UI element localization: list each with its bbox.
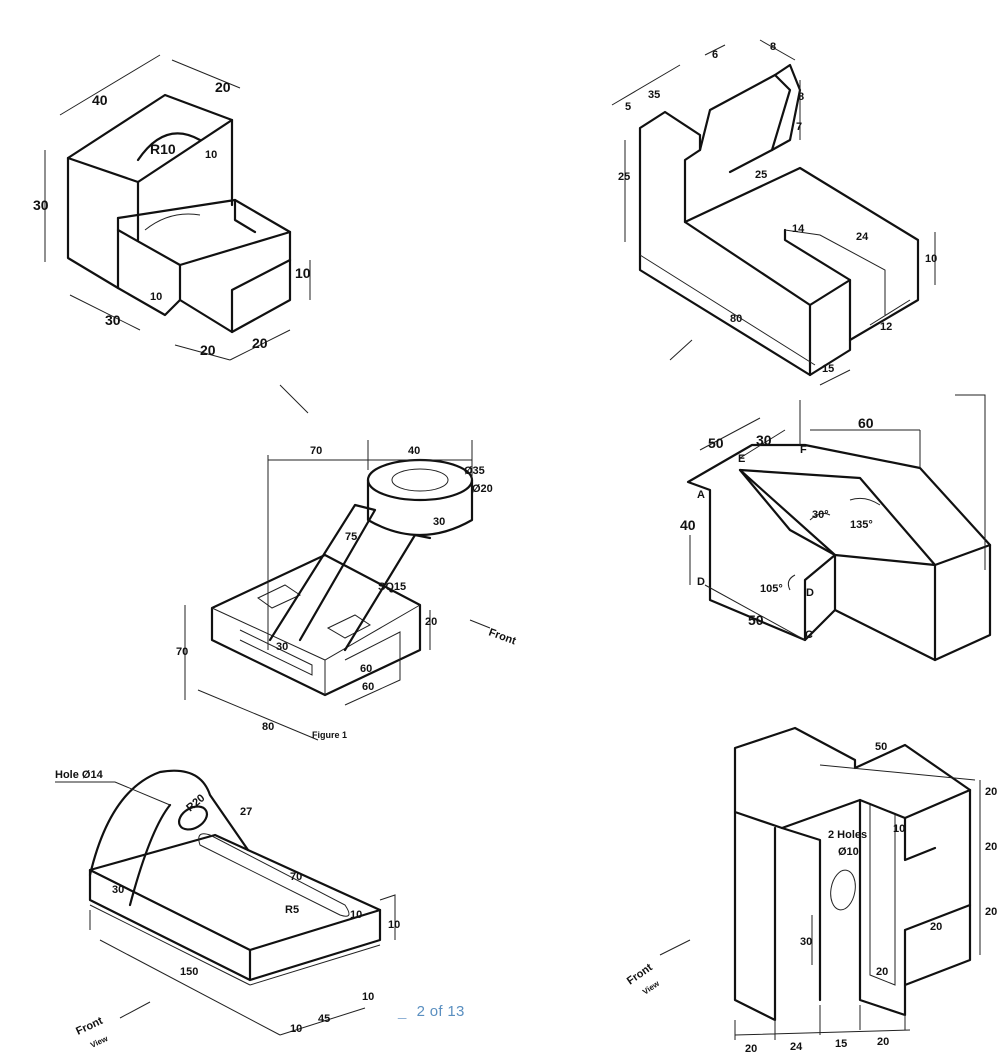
page-indicator: _ 2 of 13 [398, 1003, 465, 1020]
dim-label: 40 [92, 92, 108, 108]
dim-label: 5 [625, 101, 631, 113]
isometric-figure-6: 50 20 10 20 20 2 Holes Ø10 30 20 20 20 2… [625, 726, 997, 1055]
dim-label: 20 [252, 335, 268, 351]
dim-label: Ø10 [838, 846, 859, 858]
dim-label: 30 [433, 516, 445, 528]
dim-label: 60 [360, 663, 372, 675]
dim-label: 12 [880, 321, 892, 333]
dim-label: 25 [618, 171, 630, 183]
dim-label: 30° [812, 509, 829, 521]
dim-label: 24 [790, 1041, 803, 1053]
dim-label: 24 [856, 231, 869, 243]
dim-label: 105° [760, 583, 783, 595]
dim-label: 80 [730, 313, 742, 325]
dim-label: 20 [425, 616, 437, 628]
dim-label: 20 [215, 79, 231, 95]
dim-label: SQ15 [378, 581, 406, 593]
dim-label: 14 [792, 223, 805, 235]
dim-label: 10 [150, 291, 162, 303]
isometric-figure-4: 50 30 60 40 30° 135° 105° 50 A E F D D C [680, 394, 992, 662]
front-label: Front [487, 627, 518, 648]
dim-label: 10 [893, 823, 905, 835]
dim-label: 75 [345, 531, 357, 543]
dim-label: 25 [755, 169, 767, 181]
dim-label: 8 [798, 91, 804, 103]
dim-label: 70 [176, 646, 188, 658]
point-label: E [738, 453, 745, 465]
point-label: D [806, 587, 814, 599]
dim-label: 70 [310, 445, 322, 457]
dim-label: 10 [362, 991, 374, 1003]
dim-label: 10 [290, 1023, 302, 1035]
dim-label: 10 [295, 265, 311, 281]
dim-label: 30 [112, 884, 124, 896]
dim-label: 20 [985, 786, 997, 798]
dim-label: R5 [285, 904, 299, 916]
dim-label: 20 [985, 841, 997, 853]
dim-label: 45 [318, 1013, 330, 1025]
isometric-figure-2: 35 6 8 5 8 7 25 25 14 24 15 10 80 12 [611, 39, 937, 386]
dim-label: Ø20 [472, 483, 493, 495]
dim-label: 135° [850, 519, 873, 531]
dim-label: R20 [184, 792, 207, 814]
page-count-label: 2 of 13 [416, 1003, 465, 1020]
dim-label: 40 [680, 517, 696, 533]
point-label: D [697, 576, 705, 588]
point-label: F [800, 444, 807, 456]
dim-label: 50 [748, 612, 764, 628]
page-indicator-dash: _ [398, 1003, 407, 1020]
dim-label: 30 [276, 641, 288, 653]
dim-label: R10 [150, 141, 176, 157]
dim-label: 2 Holes [828, 829, 867, 841]
dim-label: 10 [350, 909, 362, 921]
dim-label: 8 [770, 41, 776, 53]
dim-label: 80 [262, 721, 274, 733]
dim-label: 15 [835, 1038, 847, 1050]
dim-label: 50 [708, 435, 724, 451]
dim-label: 20 [876, 966, 888, 978]
dim-label: 70 [290, 871, 302, 883]
dim-label: 30 [105, 312, 121, 328]
dim-label: 30 [33, 197, 49, 213]
dim-label: 20 [985, 906, 997, 918]
dim-label: 10 [205, 149, 217, 161]
dim-label: 27 [240, 806, 252, 818]
dim-label: 60 [362, 681, 374, 693]
front-label: Front [74, 1015, 105, 1038]
dim-label: 150 [180, 966, 198, 978]
view-label: View [641, 978, 662, 996]
figure-caption: Figure 1 [312, 730, 347, 740]
isometric-figure-3: 70 40 Ø35 Ø20 30 75 SQ15 20 70 60 80 60 … [176, 440, 518, 741]
dim-label: 30 [756, 432, 772, 448]
isometric-figure-1: 40 20 R10 10 30 10 30 10 20 20 [33, 54, 311, 414]
dim-label: 20 [745, 1043, 757, 1055]
isometric-figure-5: Hole Ø14 R20 27 70 R5 10 30 150 10 45 10… [55, 769, 400, 1050]
point-label: C [805, 629, 813, 641]
dim-label: 40 [408, 445, 420, 457]
dim-label: 35 [648, 89, 660, 101]
point-label: A [697, 489, 705, 501]
dim-label: 10 [925, 253, 937, 265]
dim-label: Hole Ø14 [55, 769, 104, 781]
dim-label: 6 [712, 49, 718, 61]
dim-label: 50 [875, 741, 887, 753]
dim-label: 10 [388, 919, 400, 931]
dim-label: Ø35 [464, 465, 485, 477]
dim-label: 20 [877, 1036, 889, 1048]
dim-label: 60 [858, 415, 874, 431]
dim-label: 20 [200, 342, 216, 358]
view-label: View [89, 1034, 110, 1050]
dim-label: 20 [930, 921, 942, 933]
dim-label: 30 [800, 936, 812, 948]
dim-label: 7 [796, 121, 802, 133]
dim-label: 15 [822, 363, 834, 375]
